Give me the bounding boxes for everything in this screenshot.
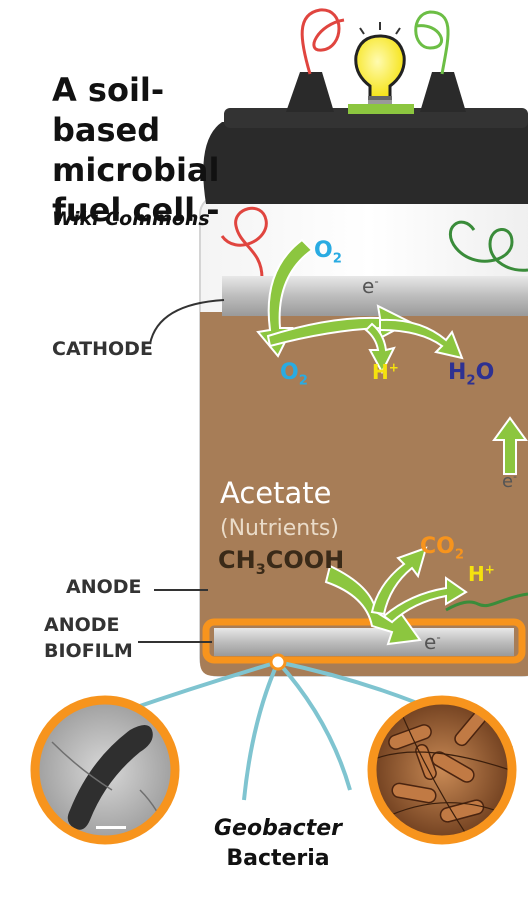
geobacter-caption: Geobacter Bacteria — [208, 814, 348, 874]
wire-green-top — [414, 10, 450, 75]
wire-green-inside — [448, 220, 528, 272]
micrograph-left-ring — [30, 695, 180, 845]
arrow-to-co2 — [370, 546, 428, 616]
arrows — [256, 238, 528, 646]
geobacter-name: Geobacter — [213, 816, 342, 841]
e-anode: e- — [424, 630, 441, 654]
lid-rim — [224, 108, 528, 128]
arrow-to-hplus-top — [364, 322, 396, 375]
zoom-point — [269, 653, 287, 671]
arrow-cathode-split — [266, 304, 413, 348]
arrow-to-h2o — [379, 318, 464, 360]
e-side: e- — [502, 470, 517, 492]
arrow-side-up — [492, 416, 528, 475]
lid — [203, 122, 528, 204]
acetic-acid-formula: CH3COOH — [218, 546, 345, 578]
micrograph-right-ring — [367, 695, 517, 845]
label-anode-biofilm-1: ANODE — [44, 614, 120, 636]
wire-red-inside — [220, 206, 268, 279]
bacteria-word: Bacteria — [226, 846, 330, 871]
light-bulb-icon — [354, 22, 406, 104]
bulb-base — [348, 104, 414, 114]
h-plus-bottom: H+ — [468, 562, 495, 586]
co2: CO2 — [420, 534, 465, 563]
label-anode: ANODE — [66, 576, 142, 598]
nutrients-label: (Nutrients) — [220, 516, 339, 541]
wire-anode — [445, 592, 528, 612]
o2-top: O2 — [314, 238, 342, 267]
terminal-right — [420, 72, 466, 112]
acetate-label: Acetate — [220, 476, 332, 510]
label-cathode: CATHODE — [52, 338, 153, 360]
e-cathode: e- — [362, 274, 379, 298]
anode-plate — [214, 628, 514, 656]
label-anode-biofilm-2: BIOFILM — [44, 640, 133, 662]
arrow-to-hplus-bottom — [382, 576, 468, 624]
image-credit: Wiki Commons — [52, 208, 210, 230]
h2o: H2O — [448, 360, 495, 389]
wire-red-top — [300, 8, 345, 75]
o2-mid: O2 — [280, 360, 308, 389]
h-plus-top: H+ — [372, 360, 399, 384]
terminal-left — [286, 72, 334, 112]
arrow-o2-down — [256, 238, 314, 358]
title: A soil-based microbial fuel cell - — [52, 71, 220, 229]
leader-cathode — [149, 299, 225, 345]
